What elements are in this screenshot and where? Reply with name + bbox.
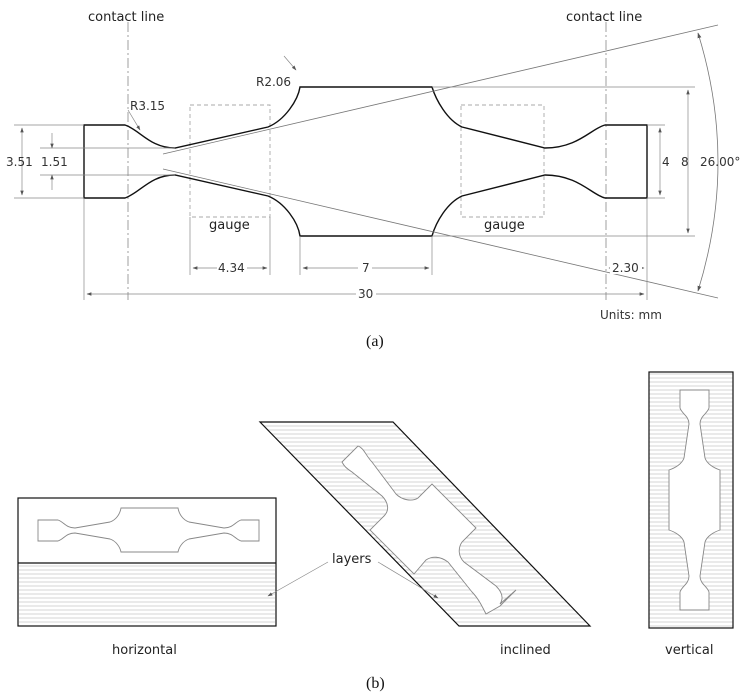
angle-label: 26.00° (700, 155, 740, 169)
part-b-drawing: layers horizontal inclined vertical (b) (17, 371, 734, 692)
gauge-box-right (460, 104, 545, 218)
angle-arc (697, 32, 719, 292)
units-label: Units: mm (600, 308, 662, 322)
dim-230-label: 2.30 (612, 261, 639, 275)
gauge-right-label: gauge (484, 218, 525, 233)
specimen-outline (83, 86, 648, 237)
dim-151-label: 1.51 (41, 155, 68, 169)
radius-r206-label: R2.06 (256, 75, 291, 89)
part-a-drawing: contact line contact line gauge gauge 26… (6, 10, 740, 350)
radius-r315-label: R3.15 (130, 99, 165, 113)
inclined-label: inclined (500, 643, 551, 658)
dim-7-label: 7 (362, 261, 370, 275)
horizontal-specimen-outline (37, 507, 260, 553)
gauge-box-left (189, 104, 271, 218)
angle-line-upper (162, 24, 719, 155)
vertical-label: vertical (665, 643, 713, 658)
dim-30-label: 30 (358, 287, 373, 301)
horizontal-block (17, 497, 277, 627)
layers-label: layers (332, 552, 372, 567)
dim-434-label: 4.34 (218, 261, 245, 275)
horizontal-label: horizontal (112, 643, 177, 658)
radius-r315-leader (127, 109, 141, 131)
caption-a: (a) (366, 333, 384, 350)
vertical-specimen-outline (668, 389, 721, 611)
dim-8-label: 8 (681, 155, 689, 169)
inclined-specimen-outline (341, 445, 517, 615)
dim-351-label: 3.51 (6, 155, 33, 169)
contact-line-left-label: contact line (88, 10, 164, 25)
contact-line-right-label: contact line (566, 10, 642, 25)
radius-r206-leader (283, 55, 297, 71)
caption-b: (b) (366, 675, 385, 692)
layers-leader-right (377, 561, 439, 599)
dim-4-label: 4 (662, 155, 670, 169)
vertical-block (648, 371, 734, 629)
gauge-left-label: gauge (209, 218, 250, 233)
angle-line-lower (162, 168, 719, 299)
layers-leader-left (267, 561, 329, 597)
inclined-block (258, 421, 592, 627)
